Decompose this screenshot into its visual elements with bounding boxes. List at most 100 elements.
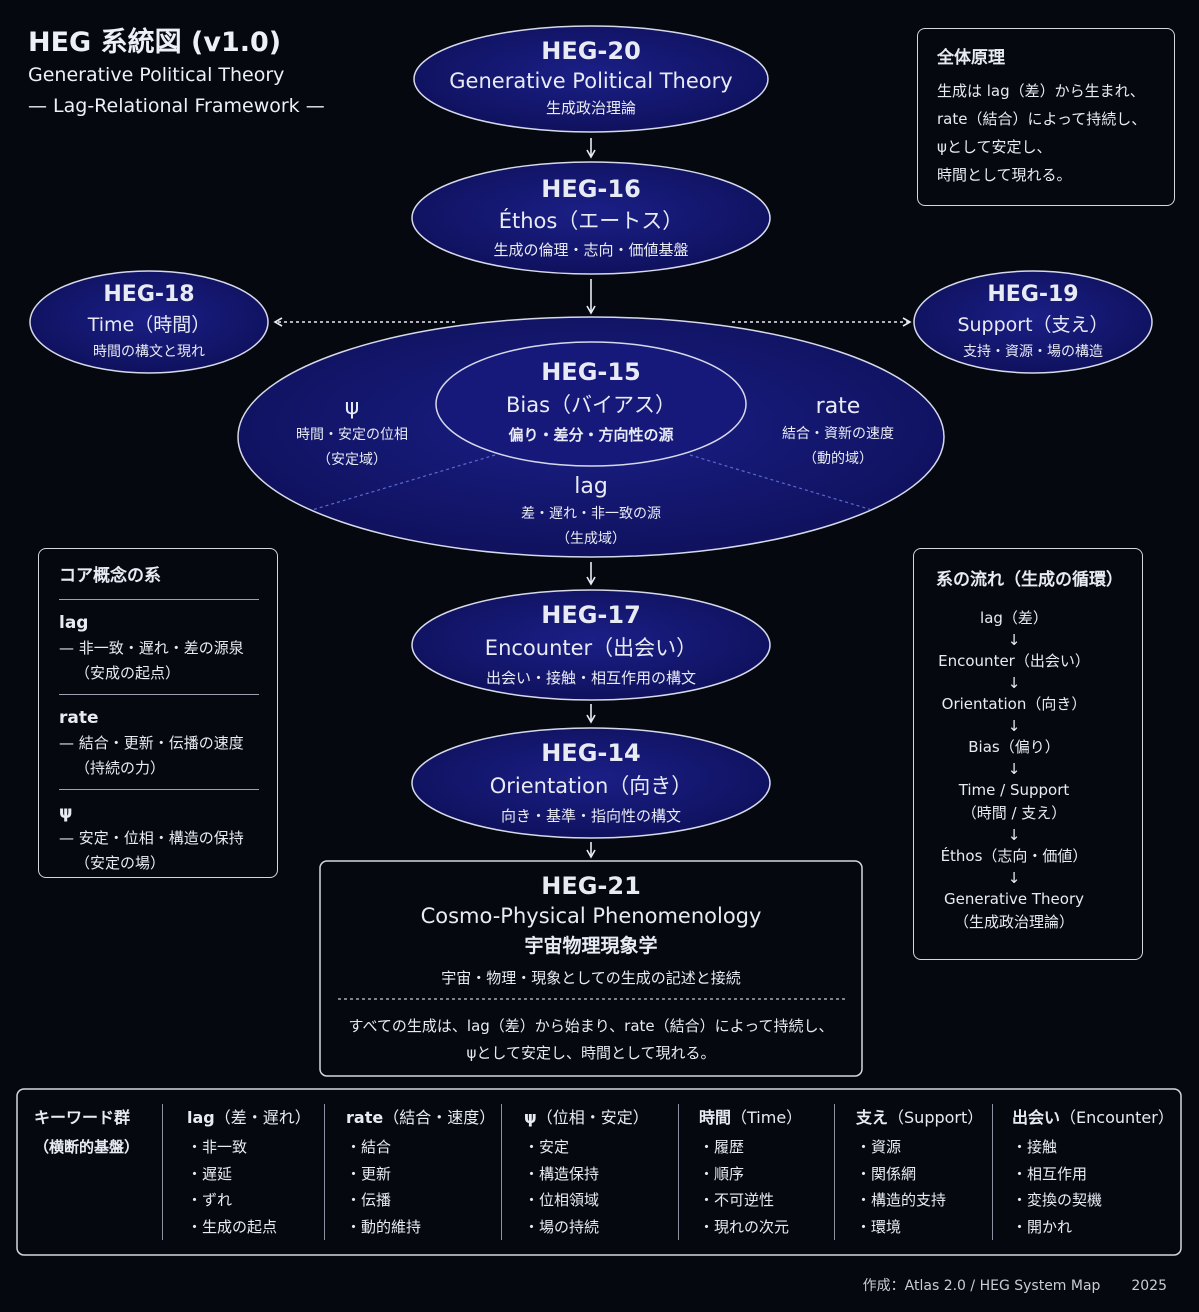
footer-year: 2025 — [1131, 1278, 1167, 1294]
flow-arrow: ↓ — [1007, 760, 1021, 778]
footer-credit: 作成：Atlas 2.0 / HEG System Map — [862, 1278, 1101, 1294]
node-en: Éthos（エートス） — [498, 209, 684, 233]
keyword-item: ・不可逆性 — [699, 1191, 775, 1209]
keyword-item: ・現れの次元 — [699, 1217, 790, 1236]
keyword-head: 時間 — [699, 1108, 732, 1127]
principle-box: 全体原理 生成は lag（差）から生まれ、 rate（結合）によって持続し、 ψ… — [917, 28, 1175, 206]
core-sub: （持続の力） — [75, 759, 166, 777]
flow-step: Bias（偏り） — [968, 738, 1060, 756]
node-heg20: HEG-20 Generative Political Theory 生成政治理… — [449, 36, 732, 120]
keyword-head: lag — [187, 1108, 215, 1127]
keyword-item: ・構造保持 — [524, 1164, 600, 1183]
heg21-summary: すべての生成は、lag（差）から始まり、rate（結合）によって持続し、 ψとし… — [349, 1013, 834, 1067]
core-term: ψ — [59, 803, 73, 823]
principle-line: ψとして安定し、 — [937, 138, 1052, 156]
keyword-separator — [501, 1104, 502, 1240]
node-id: HEG-20 — [541, 37, 641, 65]
page-subtitle: Generative Political Theory — [28, 64, 285, 86]
domain-lag: lag 差・遅れ・非一致の源 （生成域） — [521, 472, 661, 552]
keywords-heading: キーワード群 （横断的基盤） — [34, 1104, 139, 1161]
keyword-item: ・接触 — [1012, 1138, 1058, 1156]
core-item: lag — 非一致・遅れ・差の源泉 （安成の起点） — [59, 600, 259, 695]
node-heg17: HEG-17 Encounter（出会い） 出会い・接触・相互作用の構文 — [485, 600, 697, 690]
node-heg15: HEG-15 Bias（バイアス） 偏り・差分・方向性の源 — [506, 357, 676, 447]
heg14-ellipse — [411, 727, 771, 839]
keyword-head: 支え — [856, 1108, 889, 1127]
domain-label: （生成域） — [556, 531, 626, 547]
node-id: HEG-18 — [103, 282, 195, 307]
keyword-group: lag（差・遅れ） ・非一致 ・遅延 ・ずれ ・生成の起点 — [187, 1104, 311, 1240]
heg17-ellipse — [411, 589, 771, 701]
keyword-separator — [834, 1104, 835, 1240]
keyword-item: ・生成の起点 — [187, 1217, 278, 1236]
heg16-ellipse — [411, 161, 771, 275]
keyword-item: ・安定 — [524, 1138, 570, 1156]
node-en: Cosmo-Physical Phenomenology — [420, 904, 762, 928]
flow-arrow: ↓ — [1007, 717, 1021, 735]
node-en: Support（支え） — [957, 314, 1109, 336]
principle-line: 時間として現れる。 — [937, 166, 1072, 184]
page-title: HEG 系統図 (v1.0) — [28, 27, 282, 58]
keyword-item: ・ずれ — [187, 1191, 233, 1209]
domain-label: （動的域） — [803, 451, 873, 467]
node-en: Encounter（出会い） — [484, 636, 698, 660]
core-title: コア概念の系 — [59, 561, 259, 600]
principle-title: 全体原理 — [937, 48, 1005, 68]
keyword-item: ・更新 — [346, 1164, 392, 1183]
keywords-title: キーワード群 — [34, 1108, 131, 1127]
heg18-ellipse — [29, 270, 269, 374]
domain-symbol: lag — [574, 474, 608, 499]
node-ja: 偏り・差分・方向性の源 — [508, 426, 674, 444]
node-ja: 向き・基準・指向性の構文 — [500, 807, 681, 825]
core-concepts-box: コア概念の系 lag — 非一致・遅れ・差の源泉 （安成の起点） rate — … — [38, 548, 278, 878]
core-desc: — 安定・位相・構造の保持 — [59, 829, 244, 847]
keyword-item: ・位相領域 — [524, 1191, 600, 1209]
domain-label: （安定域） — [317, 452, 387, 468]
core-term: rate — [59, 708, 99, 728]
node-desc: 宇宙・物理・現象としての生成の記述と接続 — [441, 969, 741, 987]
keyword-head: ψ — [524, 1108, 537, 1127]
core-item: ψ — 安定・位相・構造の保持 （安定の場） — [59, 790, 259, 884]
core-term: lag — [59, 613, 89, 633]
node-ja: 支持・資源・場の構造 — [963, 344, 1103, 360]
node-ja: 出会い・接触・相互作用の構文 — [485, 669, 697, 687]
node-id: HEG-16 — [541, 175, 641, 203]
flow-step: Éthos（志向・価値） — [940, 847, 1088, 865]
keyword-paren: （Support） — [888, 1108, 984, 1127]
keyword-item: ・遅延 — [187, 1164, 233, 1183]
heg20-ellipse — [413, 25, 769, 133]
principle-line: 生成は lag（差）から生まれ、 — [937, 82, 1145, 100]
keyword-item: ・構造的支持 — [856, 1191, 947, 1209]
flow-title: 系の流れ（生成の循環） — [936, 570, 1123, 590]
node-id: HEG-17 — [541, 601, 641, 629]
heg21-box — [319, 860, 863, 1077]
keyword-group: 時間（Time） ・履歴 ・順序 ・不可逆性 ・現れの次元 — [699, 1104, 802, 1240]
footer: 作成：Atlas 2.0 / HEG System Map 2025 — [863, 1275, 1167, 1295]
flow-step: Time / Support — [958, 781, 1070, 799]
core-sub: （安成の起点） — [75, 664, 181, 682]
keyword-item: ・関係網 — [856, 1164, 917, 1183]
node-id: HEG-19 — [987, 282, 1079, 307]
keyword-head: rate — [346, 1108, 384, 1127]
keyword-paren: （位相・安定） — [536, 1108, 649, 1127]
keyword-group: rate（結合・速度） ・結合 ・更新 ・伝播 ・動的維持 — [346, 1104, 495, 1240]
domain-rate: rate 結合・資新の速度 （動的域） — [782, 392, 894, 472]
flow-box: 系の流れ（生成の循環） lag（差） ↓ Encounter（出会い） ↓ Or… — [913, 548, 1143, 960]
flow-step: Orientation（向き） — [941, 695, 1087, 713]
flow-step: lag（差） — [980, 609, 1048, 627]
node-heg14: HEG-14 Orientation（向き） 向き・基準・指向性の構文 — [490, 738, 693, 828]
keyword-item: ・結合 — [346, 1138, 392, 1156]
keyword-paren: （結合・速度） — [383, 1108, 496, 1127]
keyword-item: ・伝播 — [346, 1191, 392, 1209]
flow-arrow: ↓ — [1007, 869, 1021, 887]
core-desc: — 非一致・遅れ・差の源泉 — [59, 639, 244, 657]
domain-divider-right — [689, 454, 873, 511]
node-ja: 生成の倫理・志向・価値基盤 — [493, 241, 689, 259]
flow-arrow: ↓ — [1007, 674, 1021, 692]
keyword-item: ・相互作用 — [1012, 1164, 1088, 1183]
node-heg18: HEG-18 Time（時間） 時間の構文と現れ — [88, 280, 211, 364]
node-id: HEG-14 — [541, 739, 641, 767]
domain-desc: 差・遅れ・非一致の源 — [521, 506, 661, 522]
keyword-item: ・非一致 — [187, 1138, 248, 1156]
keyword-paren: （Encounter） — [1060, 1108, 1174, 1127]
